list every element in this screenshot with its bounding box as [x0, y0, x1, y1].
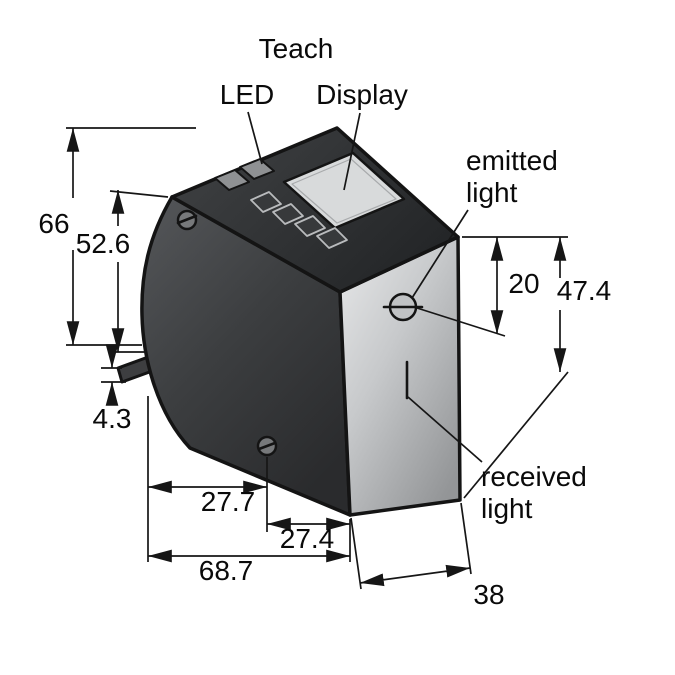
dim-label-right-width: 27.4	[280, 523, 335, 554]
display-window	[282, 151, 406, 230]
dim-label-depth: 38	[473, 579, 504, 610]
label-emitted-light-1: emitted	[466, 145, 558, 176]
dim-38	[359, 564, 471, 587]
dim-label-tab-thickness: 4.3	[93, 403, 132, 434]
front-face	[140, 195, 352, 517]
front-screw-bottom-slit	[257, 441, 277, 451]
label-emitted-light-2: light	[466, 177, 518, 208]
dim-label-overall-height: 66	[38, 208, 69, 239]
label-teach: Teach	[259, 33, 334, 64]
teach-led-indicator	[214, 169, 250, 191]
dim-label-side-height: 47.4	[557, 275, 612, 306]
label-led: LED	[220, 79, 274, 110]
sensor-body	[116, 126, 462, 517]
panel-button-2	[272, 203, 304, 225]
power-led-indicator	[239, 158, 275, 180]
received-leader	[407, 396, 483, 463]
dimension-lines	[66, 128, 567, 587]
panel-button-4	[316, 227, 348, 249]
label-display: Display	[316, 79, 408, 110]
panel-button-1	[250, 191, 282, 213]
leader-lines	[247, 111, 483, 463]
dim-label-lens-offset: 20	[508, 268, 539, 299]
led-leader	[247, 111, 263, 165]
dim-label-lower-width: 27.7	[201, 486, 256, 517]
panel-button-3	[294, 215, 326, 237]
dim-label-overall-width: 68.7	[199, 555, 254, 586]
labels: Teach LED Display emitted light received…	[38, 33, 611, 610]
label-received-light-1: received	[481, 461, 587, 492]
display-inner-edge	[291, 158, 397, 224]
label-received-light-2: light	[481, 493, 533, 524]
emitted-leader	[411, 209, 469, 299]
front-screw-top-slit	[176, 214, 198, 225]
dim-label-upper-height: 52.6	[76, 228, 131, 259]
display-leader	[343, 112, 361, 191]
